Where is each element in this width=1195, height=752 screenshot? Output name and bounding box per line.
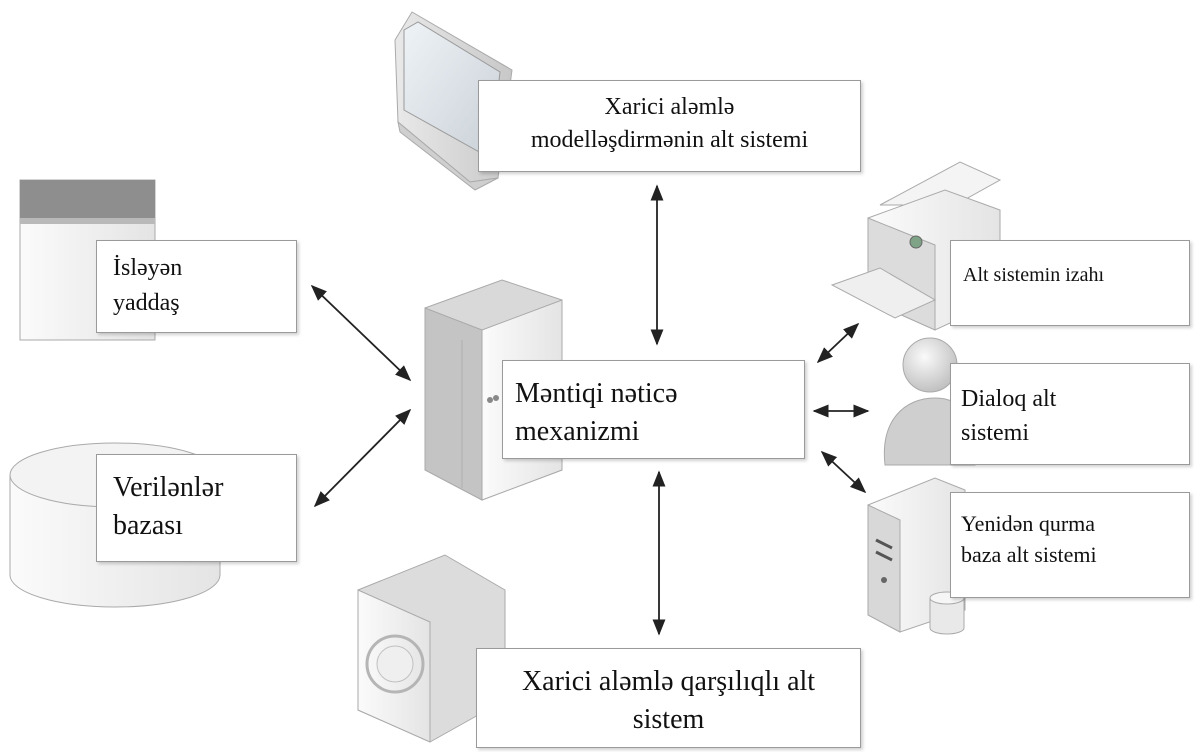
label-line: Xarici aləmlə qarşılıqlı alt [521,666,816,697]
external-interaction-subsystem-label: Xarici aləmlə qarşılıqlı alt sistem [476,648,861,748]
inference-engine-label: Məntiqi nəticə mexanizmi [502,360,805,459]
rebuild-base-subsystem-label: Yenidən qurma baza alt sistemi [950,492,1190,598]
label-line: Yenidən qurma [961,511,1096,536]
external-modeling-subsystem-label: Xarici aləmlə modelləşdirmənin alt siste… [478,80,861,172]
label-line: bazası [113,510,183,541]
arrow-rebuild [820,450,867,494]
arrow-explanation [816,322,860,364]
label-line: sistem [632,704,705,735]
label-line: Alt sistemin izahı [963,264,1105,286]
dialog-subsystem-label: Dialoq alt sistemi [950,363,1190,465]
label-line: Xarici aləmlə [604,94,735,120]
label-line: Verilənlər [113,472,224,503]
label-line: Məntiqi nəticə [515,378,678,409]
label-line: Dialoq alt [961,386,1057,412]
arrow-database [313,408,412,508]
database-label: Verilənlər bazası [96,454,297,562]
label-line: mexanizmi [515,416,640,447]
arrow-working-memory [310,284,412,382]
connection-arrows [310,184,870,636]
hardware-box-icon [357,554,506,743]
label-line: modelləşdirmənin alt sistemi [530,127,809,153]
label-line: İsləyən [113,255,183,281]
label-line: baza alt sistemi [961,542,1097,567]
explanation-subsystem-label: Alt sistemin izahı [950,240,1190,326]
working-memory-label: İsləyən yaddaş [96,240,297,333]
label-line: sistemi [961,420,1030,446]
server-database-icon [867,477,966,635]
label-line: yaddaş [113,290,180,316]
